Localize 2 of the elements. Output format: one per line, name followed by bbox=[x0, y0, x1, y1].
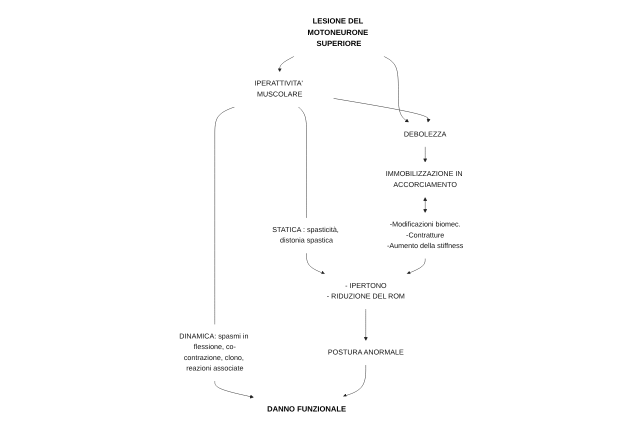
connector bbox=[298, 106, 307, 218]
connector bbox=[214, 106, 236, 325]
